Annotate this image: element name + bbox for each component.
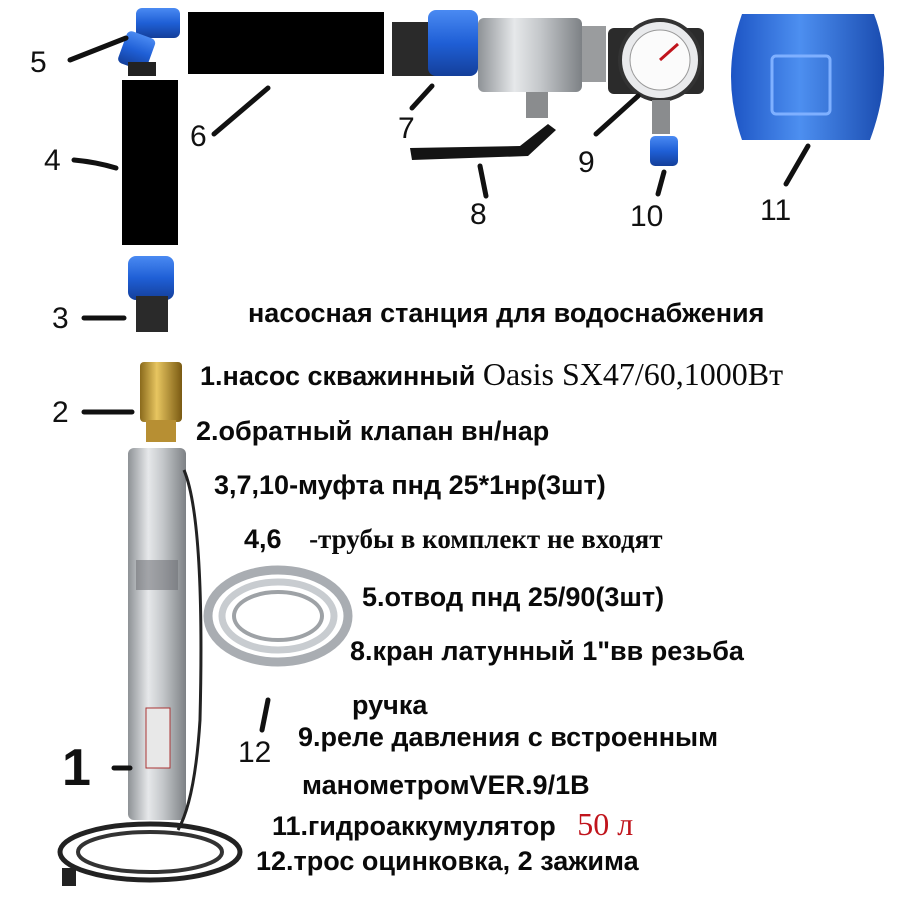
item-1: 1.насос скважинный Oasis SX47/60,1000Вт: [200, 356, 783, 393]
item-1-label: 1.насос скважинный: [200, 361, 476, 391]
fitting-10: [650, 136, 678, 166]
cable-coil-12: [203, 565, 353, 667]
item-11: 11.гидроаккумулятор 50 л: [272, 806, 633, 843]
pressure-switch-9: [608, 18, 704, 134]
callout-6: 6: [190, 120, 207, 153]
callout-3: 3: [52, 302, 69, 335]
item-1-model: Oasis SX47/60,1000Вт: [482, 356, 784, 392]
fitting-3: [128, 256, 174, 332]
valve-assembly-7-8: [392, 10, 606, 160]
callout-leaders: [67, 35, 811, 771]
callout-5: 5: [30, 46, 47, 79]
item-9-cont: манометромVER.9/1В: [302, 770, 590, 800]
elbow-fitting-5: [118, 8, 180, 76]
callout-2: 2: [52, 396, 69, 429]
callout-4: 4: [44, 144, 61, 177]
item-4-note: -трубы в комплект не входят: [309, 524, 663, 554]
item-4-label: 4,6: [244, 524, 282, 554]
callout-1: 1: [62, 739, 91, 797]
item-4: 4,6 -трубы в комплект не входят: [244, 524, 663, 555]
pipe-4: [122, 80, 178, 245]
callout-7: 7: [398, 112, 415, 145]
item-11-volume: 50 л: [577, 806, 634, 842]
callout-8: 8: [470, 198, 487, 231]
callout-11: 11: [760, 194, 792, 227]
item-2: 2.обратный клапан вн/нар: [196, 416, 550, 446]
item-8-cont: ручка: [352, 690, 428, 720]
accumulator-11: [731, 14, 885, 140]
item-12: 12.трос оцинковка, 2 зажима: [256, 846, 639, 876]
item-11-label: 11.гидроаккумулятор: [272, 811, 556, 841]
callout-12: 12: [238, 736, 272, 769]
item-5: 5.отвод пнд 25/90(3шт): [362, 582, 665, 612]
pump-1: [57, 448, 243, 886]
item-3: 3,7,10-муфта пнд 25*1нр(3шт): [214, 470, 606, 500]
pipe-6: [188, 12, 384, 74]
check-valve-2: [140, 362, 182, 442]
callout-9: 9: [578, 146, 595, 179]
callout-10: 10: [630, 200, 664, 233]
item-9: 9.реле давления с встроенным: [298, 722, 719, 752]
page-title: насосная станция для водоснабжения: [248, 298, 765, 328]
item-8: 8.кран латунный 1"вв резьба: [350, 636, 744, 666]
